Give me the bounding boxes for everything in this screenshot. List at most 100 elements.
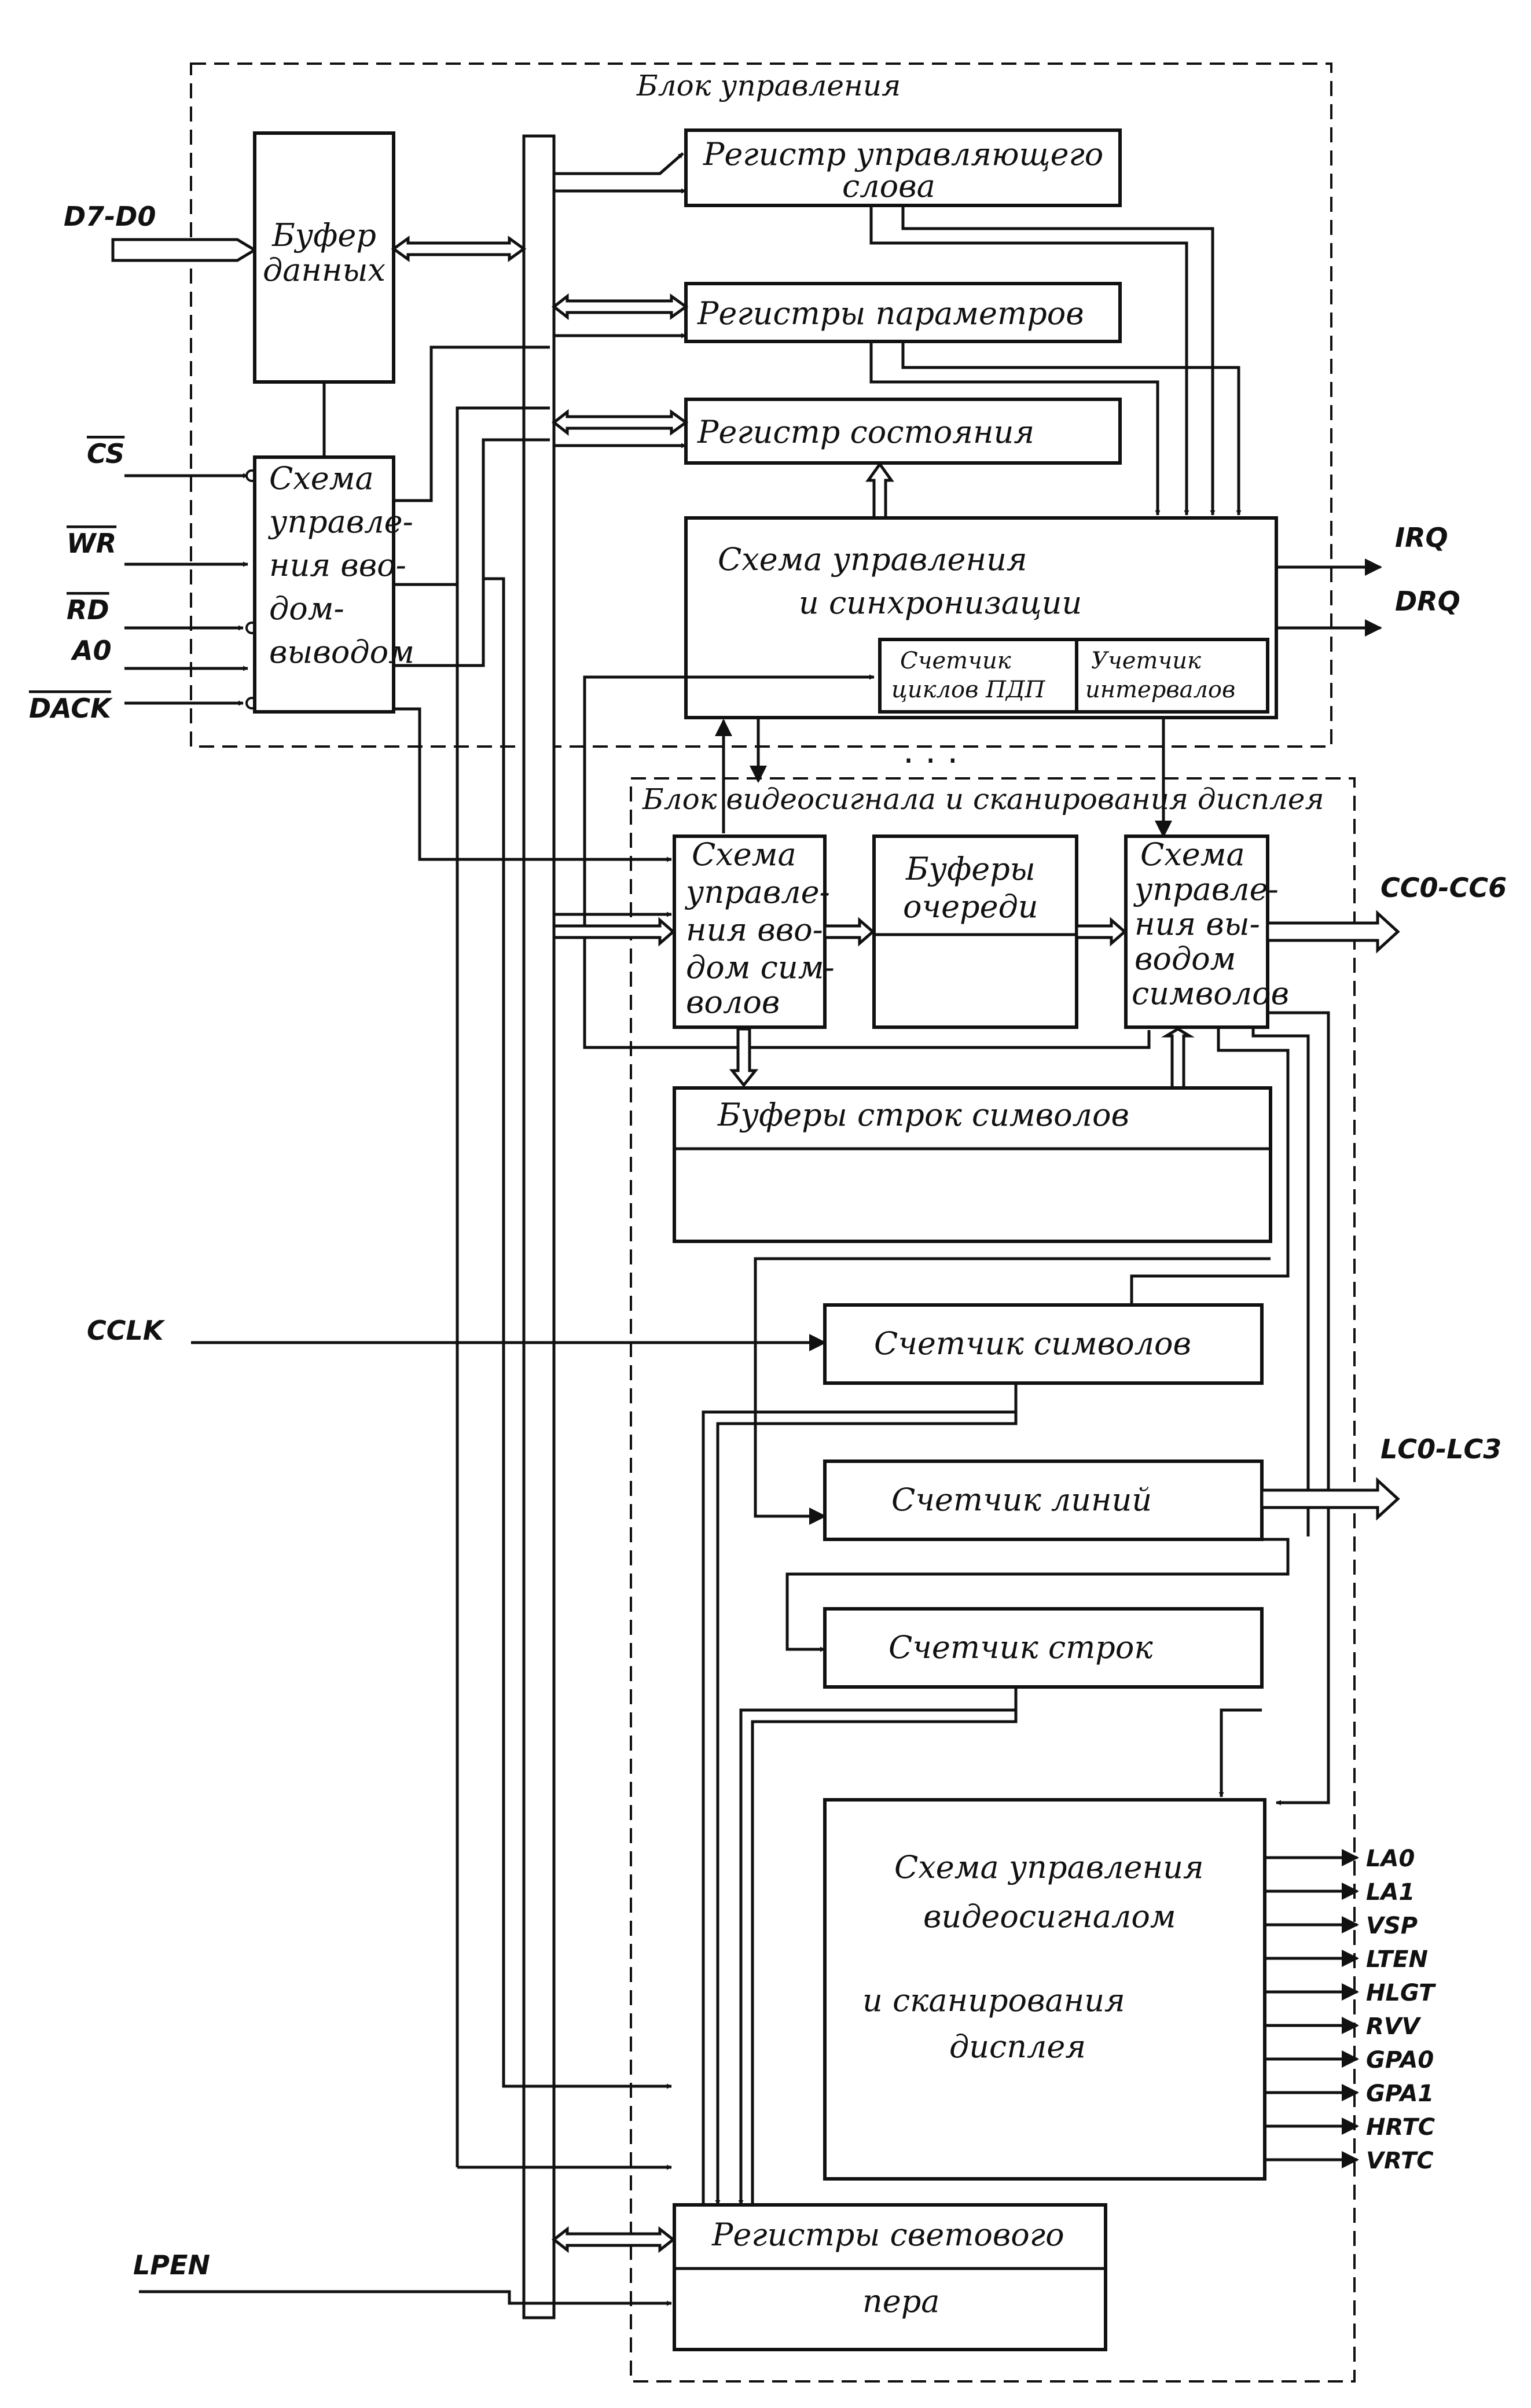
svg-text:Учетчик: Учетчик <box>1091 648 1201 674</box>
register-feed-wires <box>554 152 686 917</box>
svg-text:Схема: Схема <box>269 460 374 497</box>
rowbuf-to-output <box>1161 1027 1195 1090</box>
svg-text:ния вы-: ния вы- <box>1135 906 1260 942</box>
svg-text:Счетчик линий: Счетчик линий <box>891 1481 1152 1518</box>
video-output-pin-label: GPA1 <box>1366 2080 1434 2107</box>
line-counter: Счетчик линий <box>823 1459 1264 1541</box>
svg-text:Счетчик строк: Счетчик строк <box>889 1629 1153 1666</box>
pin-labels-left: D7-D0 CS WR RD A0 DACK CCLK LPEN <box>29 201 210 2281</box>
lpen-wire <box>139 2290 672 2306</box>
svg-text:управле-: управле- <box>1133 871 1279 907</box>
char-counter: Счетчик символов <box>823 1303 1264 1385</box>
output-right-wires <box>1130 1011 1330 1806</box>
row-to-lightpen-wires <box>738 1687 1262 2205</box>
video-output-pin-label: LA0 <box>1366 1845 1415 1872</box>
svg-text:Регистры светового: Регистры светового <box>711 2216 1064 2253</box>
bus-to-lightpen <box>551 2226 676 2253</box>
svg-text:водом: водом <box>1135 940 1236 977</box>
svg-text:волов: волов <box>686 984 780 1020</box>
svg-text:и сканирования: и сканирования <box>862 1982 1125 2019</box>
video-output-pin-label: LTEN <box>1366 1946 1428 1973</box>
svg-text:ния вво-: ния вво- <box>686 911 823 948</box>
video-output-pin-label: VSP <box>1366 1913 1418 1939</box>
svg-text:управле-: управле- <box>268 503 413 540</box>
svg-text:Схема: Схема <box>692 836 796 873</box>
svg-text:ния вво-: ния вво- <box>269 547 406 583</box>
video-control: Схема управления видеосигналом и сканиро… <box>823 1798 1266 2181</box>
svg-text:интервалов: интервалов <box>1085 677 1235 703</box>
svg-text:Схема управления: Схема управления <box>718 541 1027 578</box>
pin-wr: WR <box>67 528 116 559</box>
svg-text:Счетчик символов: Счетчик символов <box>874 1325 1191 1362</box>
svg-text:Буферы: Буферы <box>905 851 1036 887</box>
rowbuf-feedback-wire <box>754 1257 1271 1525</box>
svg-text:Схема: Схема <box>1140 836 1245 873</box>
pin-d7-d0: D7-D0 <box>64 201 156 232</box>
control-block-title: Блок управления <box>636 69 901 102</box>
video-output-pin-label: LA1 <box>1366 1879 1415 1906</box>
video-output-pin-label: RVV <box>1366 2013 1422 2040</box>
svg-text:очереди: очереди <box>903 888 1038 925</box>
io-control-wires <box>394 345 672 2170</box>
svg-text:видеосигналом: видеосигналом <box>923 1898 1176 1935</box>
bus-to-char-input <box>552 917 675 947</box>
svg-text:и синхронизации: и синхронизации <box>799 584 1082 621</box>
svg-text:Буфер: Буфер <box>271 217 376 253</box>
internal-data-bus <box>522 134 556 2319</box>
fifo-buffers: Буферы очереди <box>872 834 1078 1029</box>
video-output-pin-label: GPA0 <box>1366 2047 1434 2074</box>
video-block-frame <box>630 777 1356 2383</box>
char-output-control: Схема управле- ния вы- водом символов <box>1124 834 1289 1029</box>
lc-bus-out <box>1260 1477 1400 1521</box>
fifo-to-output <box>1075 917 1127 947</box>
pin-cclk: CCLK <box>87 1315 166 1346</box>
register-to-timing-wires <box>869 205 1242 516</box>
pin-a0: A0 <box>71 635 112 666</box>
command-register: Регистр управляющего слова <box>684 128 1122 207</box>
timing-to-status <box>865 461 894 520</box>
row-buffers: Буферы строк символов <box>673 1086 1272 1243</box>
parameter-registers: Регистры параметров <box>684 282 1122 343</box>
pin-rd: RD <box>67 594 109 626</box>
svg-text:выводом: выводом <box>269 634 414 670</box>
pin-lpen: LPEN <box>133 2249 210 2281</box>
video-block-title: Блок видеосигнала и сканирования дисплея <box>642 782 1324 816</box>
pin-irq: IRQ <box>1395 522 1448 553</box>
svg-text:пера: пера <box>862 2283 940 2319</box>
pin-drq: DRQ <box>1395 586 1460 617</box>
svg-text:данных: данных <box>263 252 385 288</box>
data-buffer: Буфер данных <box>253 131 395 384</box>
svg-text:символов: символов <box>1132 975 1289 1012</box>
timing-control: Схема управления и синхронизации Счетчик… <box>684 516 1278 719</box>
ellipsis: · · · <box>903 741 958 781</box>
control-block-frame <box>190 63 1332 748</box>
svg-text:Счетчик: Счетчик <box>900 648 1011 674</box>
svg-text:управле-: управле- <box>685 874 830 910</box>
svg-text:слова: слова <box>842 168 935 204</box>
svg-text:Регистр управляющего: Регистр управляющего <box>703 136 1103 172</box>
char-input-control: Схема управле- ния вво- дом сим- волов <box>673 834 835 1029</box>
svg-text:Регистр состояния: Регистр состояния <box>697 414 1034 450</box>
svg-text:Схема управления: Схема управления <box>894 1849 1204 1885</box>
pin-lc0-lc3: LC0-LC3 <box>1381 1433 1501 1465</box>
input-to-fifo <box>823 917 875 947</box>
line-to-row-wire <box>785 1538 1290 1652</box>
cc-bus-out <box>1266 910 1400 954</box>
dma-feed-wire <box>583 674 875 1042</box>
svg-text:дисплея: дисплея <box>949 2028 1086 2065</box>
video-output-pin-label: HRTC <box>1366 2114 1435 2141</box>
bus-to-parameter-registers <box>551 293 689 321</box>
svg-text:Регистры параметров: Регистры параметров <box>697 295 1084 332</box>
counter-to-lightpen-wires <box>702 1383 1018 2205</box>
row-counter: Счетчик строк <box>823 1607 1264 1689</box>
io-control: Схема управле- ния вво- дом- выводом <box>253 455 414 714</box>
lightpen-registers: Регистры светового пера <box>673 2203 1107 2351</box>
input-to-rowbuf <box>729 1027 759 1088</box>
svg-text:Буферы строк символов: Буферы строк символов <box>717 1097 1129 1133</box>
svg-text:циклов ПДП: циклов ПДП <box>891 677 1046 703</box>
video-output-pin-label: VRTC <box>1366 2148 1434 2174</box>
svg-text:дом-: дом- <box>269 590 344 627</box>
pin-dack: DACK <box>29 693 113 724</box>
